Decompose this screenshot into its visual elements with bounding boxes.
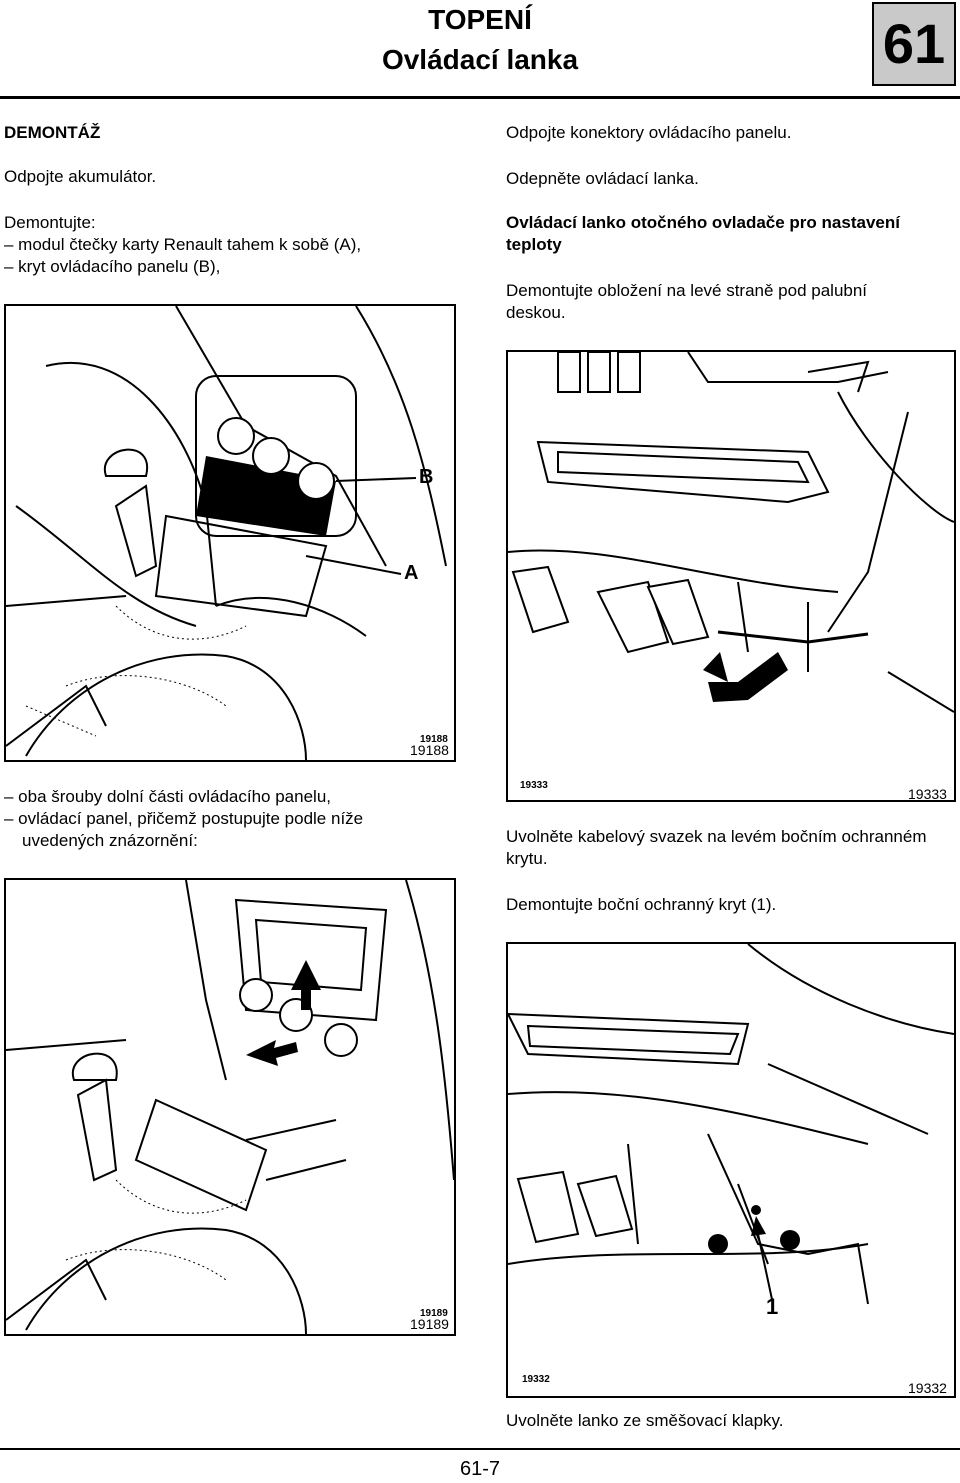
step-unclip-cables: Odepněte ovládací lanka. (506, 169, 699, 188)
panel-removal-illustration (6, 880, 454, 1334)
figure-19333: 19333 19333 (506, 350, 956, 802)
figure-tag: 19188 (420, 734, 448, 745)
step-remove-trim: Demontujte obložení na levé straně pod p… (506, 281, 868, 322)
figure-19188: B A 19188 19188 (4, 304, 456, 762)
figure-tag: 19332 (522, 1374, 550, 1385)
callout-label-b: B (419, 466, 434, 488)
step-release-cable: Uvolněte lanko ze směšovací klapky. (506, 1411, 784, 1430)
header-rule (0, 96, 960, 99)
step-disconnect-connectors: Odpojte konektory ovládacího panelu. (506, 123, 792, 142)
figure-number: 19189 (410, 1316, 449, 1332)
callout-label-1: 1 (766, 1294, 779, 1319)
figure-19332: 1 19332 19332 (506, 942, 956, 1398)
page-subtitle: Ovládací lanka (381, 44, 579, 75)
step-remove-side-cover: Demontujte boční ochranný kryt (1). (506, 895, 777, 914)
footer-rule (0, 1448, 960, 1450)
console-illustration (6, 306, 447, 760)
section-number-badge: 61 (872, 2, 956, 86)
figure-number: 19332 (908, 1380, 947, 1396)
step-disconnect-battery: Odpojte akumulátor. (4, 167, 157, 186)
subsection-heading: Ovládací lanko otočného ovladače pro nas… (506, 213, 900, 254)
step-remove-label: Demontujte: (4, 213, 96, 232)
removal-list-item: – ovládací panel, přičemž postupujte pod… (4, 809, 364, 828)
step-release-harness: Uvolněte kabelový svazek na levém bočním… (506, 827, 927, 868)
removal-list-item: – oba šrouby dolní části ovládacího pane… (4, 787, 332, 806)
figure-number: 19333 (908, 786, 947, 802)
side-cover-illustration (508, 944, 954, 1305)
section-heading: DEMONTÁŽ (4, 123, 101, 142)
page-title: TOPENÍ (428, 4, 532, 35)
callout-label-a: A (404, 562, 419, 584)
page-number: 61-7 (459, 1458, 501, 1480)
figure-number: 19188 (410, 742, 449, 758)
figure-19189: 19189 19189 (4, 878, 456, 1336)
removal-list-item: – kryt ovládacího panelu (B), (4, 257, 221, 276)
figure-tag: 19333 (520, 780, 548, 791)
removal-list-item-continued: uvedených znázornění: (22, 831, 198, 850)
under-dash-illustration (508, 352, 954, 713)
removal-list-item: – modul čtečky karty Renault tahem k sob… (4, 235, 362, 254)
figure-tag: 19189 (420, 1308, 448, 1319)
